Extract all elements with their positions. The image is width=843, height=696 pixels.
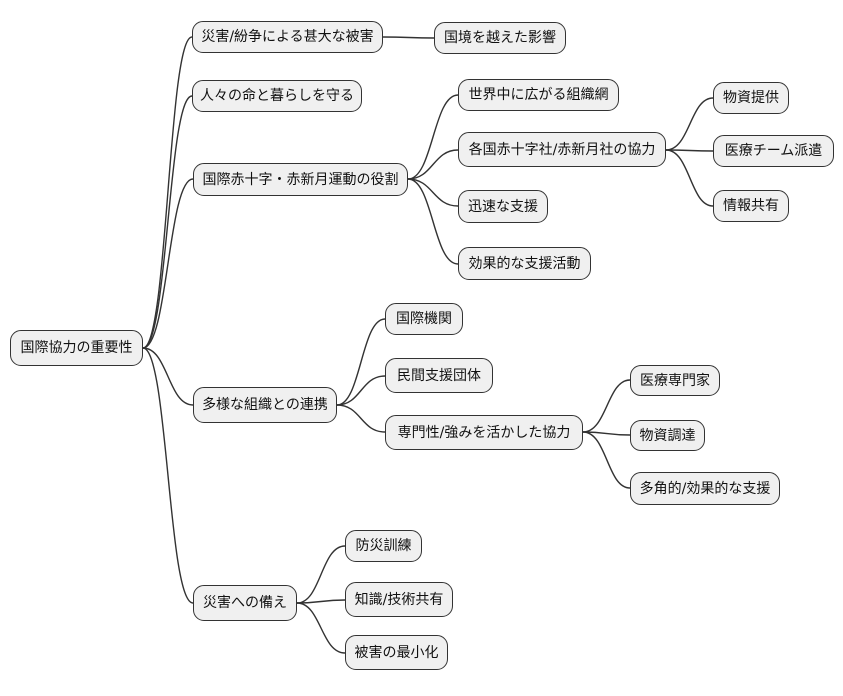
edge-preparedness-to-damage-minimization	[296, 602, 346, 654]
edge-root-to-disaster-preparedness	[142, 347, 194, 604]
node-disaster-conflict-damage: 災害/紛争による甚大な被害	[192, 21, 383, 53]
node-disaster-preparedness: 災害への備え	[193, 585, 297, 621]
node-information-sharing: 情報共有	[713, 190, 789, 222]
edge-national-societies-to-medical-team	[665, 149, 714, 152]
node-redcross-role: 国際赤十字・赤新月運動の役割	[193, 163, 408, 196]
edge-org-collaboration-to-specialized-cooperation	[336, 404, 386, 433]
node-goods-provision: 物資提供	[713, 82, 789, 114]
node-knowledge-sharing: 知識/技術共有	[345, 582, 453, 617]
node-rapid-support: 迅速な支援	[458, 190, 548, 223]
node-international-organizations: 国際機関	[385, 303, 463, 335]
edge-redcross-role-to-global-network	[407, 94, 459, 180]
node-root: 国際協力の重要性	[10, 330, 143, 366]
edge-specialized-cooperation-to-goods-procurement	[582, 431, 631, 436]
edge-specialized-cooperation-to-medical-experts	[582, 379, 631, 433]
node-global-network: 世界中に広がる組織網	[458, 79, 619, 111]
node-disaster-drills: 防災訓練	[345, 530, 422, 562]
edge-national-societies-to-goods-provision	[665, 97, 714, 151]
node-cross-border-impact: 国境を越えた影響	[434, 22, 566, 54]
edge-root-to-redcross-role	[142, 178, 194, 349]
node-multifaceted-support: 多角的/効果的な支援	[630, 472, 780, 505]
edge-national-societies-to-information-sharing	[665, 149, 714, 207]
node-protect-lives: 人々の命と暮らしを守る	[192, 80, 362, 112]
edge-specialized-cooperation-to-multifaceted-support	[582, 431, 631, 489]
node-private-support-groups: 民間支援団体	[385, 358, 493, 393]
edge-root-to-protect-lives	[142, 95, 193, 349]
node-medical-experts: 医療専門家	[630, 365, 720, 396]
node-org-collaboration: 多様な組織との連携	[193, 387, 337, 423]
edge-redcross-role-to-rapid-support	[407, 178, 459, 207]
node-effective-support: 効果的な支援活動	[458, 247, 591, 280]
edge-preparedness-to-disaster-drills	[296, 545, 346, 604]
edge-redcross-role-to-national-societies	[407, 149, 459, 180]
edge-redcross-role-to-effective-support	[407, 178, 459, 265]
node-goods-procurement: 物資調達	[630, 420, 705, 451]
edge-preparedness-to-knowledge-sharing	[296, 599, 346, 604]
node-national-societies-cooperation: 各国赤十字社/赤新月社の協力	[458, 132, 666, 167]
node-medical-team-dispatch: 医療チーム派遣	[713, 135, 834, 167]
node-specialized-cooperation: 専門性/強みを活かした協力	[385, 415, 583, 450]
edge-org-collaboration-to-private-support-groups	[336, 375, 386, 406]
edge-disaster-damage-to-cross-border-impact	[382, 36, 435, 39]
edge-root-to-disaster-conflict-damage	[142, 36, 193, 349]
edge-org-collaboration-to-international-organizations	[336, 318, 386, 406]
edge-root-to-org-collaboration	[142, 347, 194, 406]
node-damage-minimization: 被害の最小化	[345, 635, 448, 670]
